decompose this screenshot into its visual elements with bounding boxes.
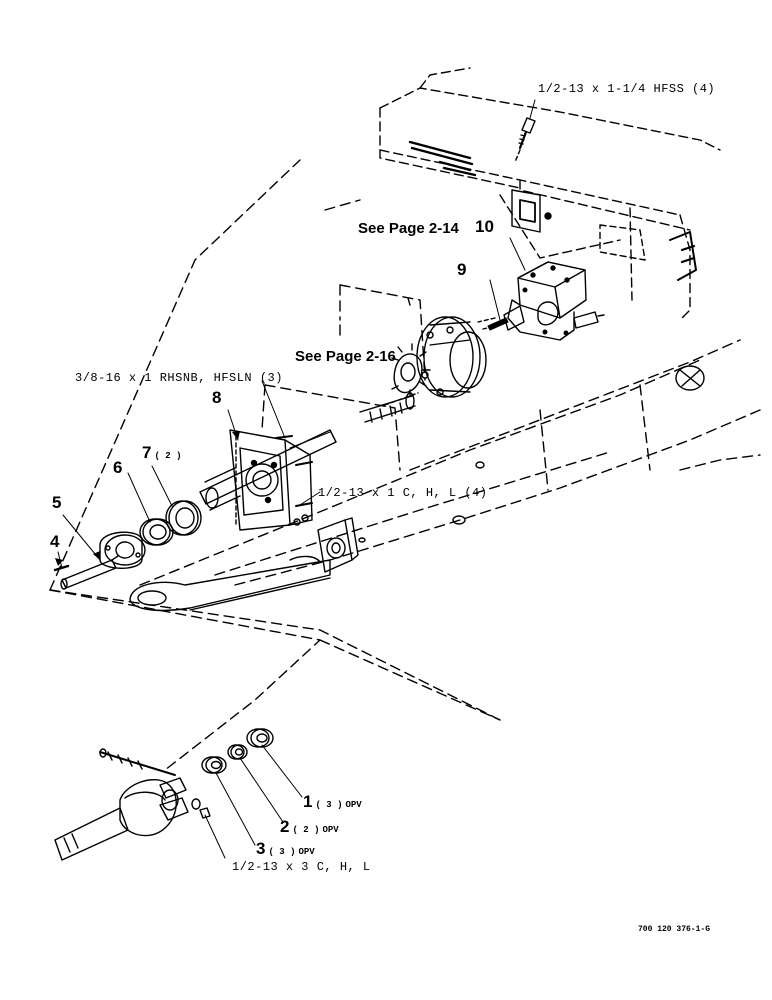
leader-lines bbox=[57, 99, 536, 859]
frame-slots bbox=[408, 140, 477, 177]
callout-7-qty: ( 2 ) bbox=[154, 451, 182, 461]
callout-7: 7 bbox=[142, 443, 152, 462]
gearbox bbox=[477, 261, 605, 341]
bushing-2 bbox=[227, 744, 248, 760]
sprocket-hub bbox=[384, 316, 487, 406]
callout-3-group: 3( 3 )OPV bbox=[256, 839, 315, 859]
bearing-bracket bbox=[229, 429, 313, 531]
upper-frame bbox=[379, 67, 721, 321]
note-chl4: 1/2-13 x 1 C, H, L (4) bbox=[318, 486, 488, 500]
bearing-insert bbox=[139, 518, 174, 546]
note-rhsnb: 3/8-16 x 1 RHSNB, HFSLN (3) bbox=[75, 371, 283, 385]
callout-4: 4 bbox=[50, 532, 60, 551]
hitch-tongue bbox=[129, 555, 331, 612]
see-page-2-14: See Page 2-14 bbox=[358, 220, 459, 237]
main-frame bbox=[49, 159, 761, 721]
callout-2-group: 2( 2 )OPV bbox=[280, 817, 339, 837]
frame-bracket bbox=[511, 189, 697, 281]
callout-2: 2 bbox=[280, 817, 290, 836]
callout-3-opv: OPV bbox=[298, 847, 315, 857]
note-chl3: 1/2-13 x 3 C, H, L bbox=[232, 860, 371, 874]
callout-3-qty: ( 3 ) bbox=[268, 847, 296, 857]
key-part bbox=[487, 317, 509, 331]
yoke-assembly bbox=[54, 748, 189, 861]
washer-shim bbox=[165, 500, 202, 536]
callout-1: 1 bbox=[303, 792, 313, 811]
document-number: 700 120 376-1-G bbox=[638, 925, 711, 934]
callout-1-qty: ( 3 ) bbox=[315, 800, 343, 810]
note-hfss: 1/2-13 x 1-1/4 HFSS (4) bbox=[538, 82, 716, 96]
hfss-bolt bbox=[514, 117, 536, 163]
lower-detail-outline bbox=[49, 589, 501, 771]
bushing-3 bbox=[201, 756, 227, 774]
callout-8: 8 bbox=[212, 388, 222, 407]
frame-holes bbox=[339, 297, 705, 543]
flange-bearing bbox=[99, 531, 146, 569]
leader-arrows bbox=[55, 431, 240, 566]
callout-5: 5 bbox=[52, 493, 62, 512]
callout-7-group: 7( 2 ) bbox=[142, 443, 181, 463]
see-page-2-16: See Page 2-16 bbox=[295, 348, 396, 365]
lower-nut-washer bbox=[191, 798, 211, 819]
callout-1-opv: OPV bbox=[345, 800, 362, 810]
callout-2-qty: ( 2 ) bbox=[292, 825, 320, 835]
callout-2-opv: OPV bbox=[322, 825, 339, 835]
bushing-1 bbox=[246, 728, 274, 748]
tongue-clamp bbox=[317, 517, 359, 573]
callout-3: 3 bbox=[256, 839, 266, 858]
callout-6: 6 bbox=[113, 458, 123, 477]
callout-10: 10 bbox=[475, 217, 494, 236]
short-shaft bbox=[60, 555, 119, 590]
callout-9: 9 bbox=[457, 260, 467, 279]
callout-1-group: 1( 3 )OPV bbox=[303, 792, 362, 812]
